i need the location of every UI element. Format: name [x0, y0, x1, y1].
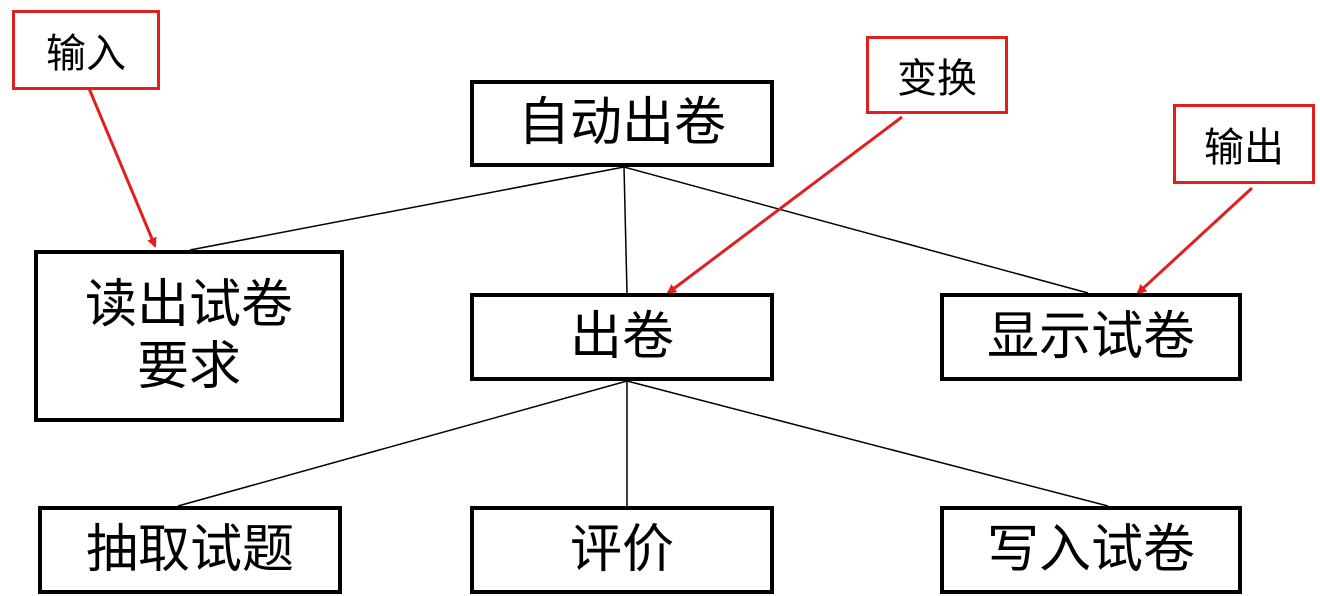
node-read-exam-requirements: 读出试卷 要求 [34, 250, 344, 422]
node-evaluate-label: 评价 [569, 519, 674, 580]
annotation-output: 输出 [1173, 104, 1315, 184]
annotation-transform: 变换 [866, 36, 1008, 114]
node-display-exam: 显示试卷 [940, 293, 1242, 381]
node-display-exam-label: 显示试卷 [986, 306, 1195, 367]
node-write-exam-label: 写入试卷 [986, 519, 1195, 580]
arrow-input [86, 85, 157, 248]
node-auto-generate-exam-label: 自动出卷 [517, 93, 726, 154]
node-read-exam-requirements-line2: 要求 [136, 337, 241, 397]
node-extract-questions-label: 抽取试题 [85, 519, 294, 580]
connector-root-to-read [189, 166, 625, 251]
node-evaluate: 评价 [470, 506, 774, 594]
annotation-transform-label: 变换 [897, 56, 977, 102]
node-auto-generate-exam: 自动出卷 [470, 80, 774, 167]
connector-root-to-display [623, 166, 1089, 294]
node-write-exam: 写入试卷 [940, 506, 1242, 594]
node-generate-exam-label: 出卷 [569, 306, 674, 367]
node-extract-questions: 抽取试题 [38, 506, 342, 594]
connector-generate-to-extract [177, 380, 628, 507]
node-generate-exam: 出卷 [470, 293, 774, 381]
connector-generate-to-write [626, 380, 1109, 507]
annotation-output-label: 输出 [1204, 125, 1284, 171]
annotation-input-label: 输入 [46, 31, 126, 77]
annotation-input: 输入 [12, 10, 160, 90]
arrow-transform [666, 115, 903, 295]
connector-root-to-generate [623, 166, 628, 294]
node-read-exam-requirements-line1: 读出试卷 [84, 274, 293, 335]
arrow-output [1136, 186, 1254, 295]
